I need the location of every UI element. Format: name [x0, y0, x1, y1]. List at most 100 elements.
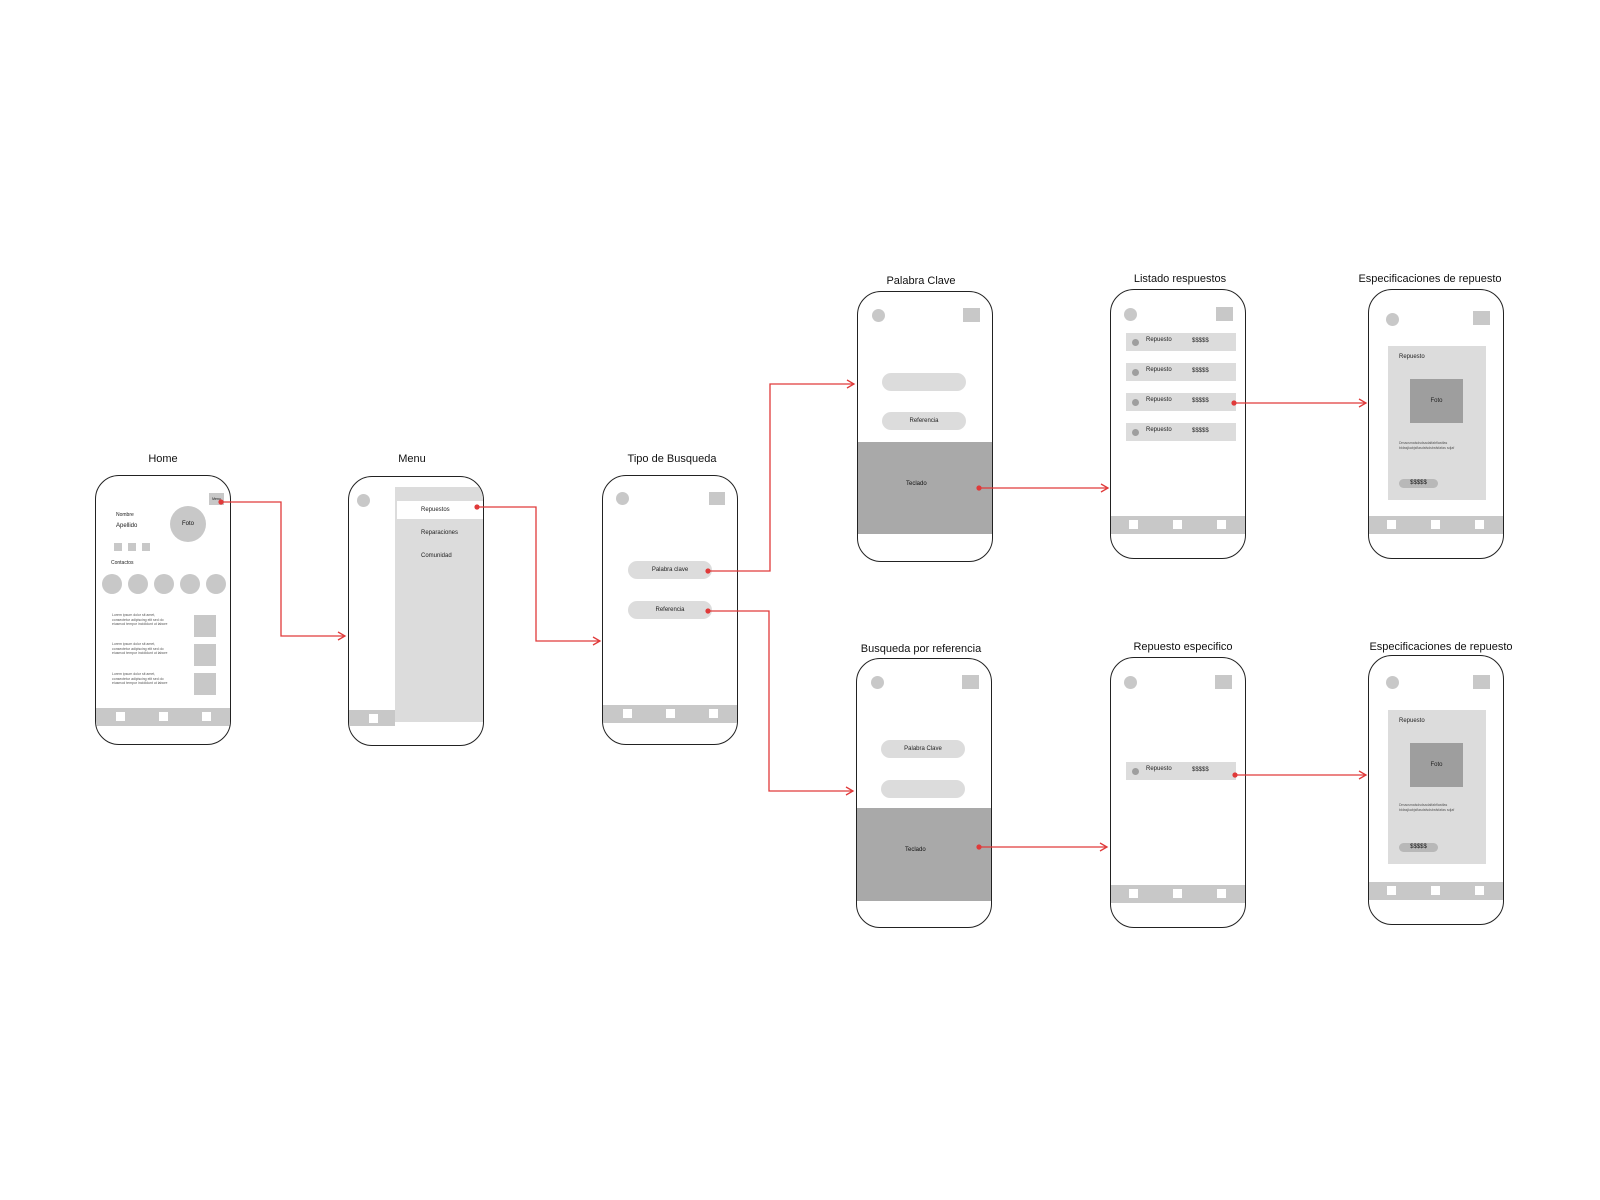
- nav-button[interactable]: [709, 709, 718, 718]
- image-placeholder: [963, 308, 980, 322]
- list-item[interactable]: Repuesto $$$$$: [1126, 762, 1236, 780]
- nav-button[interactable]: [1217, 520, 1226, 529]
- avatar[interactable]: [357, 494, 370, 507]
- connector-dot: [218, 499, 224, 505]
- arrow-menu-to-tipo: [477, 506, 602, 646]
- avatar[interactable]: [1386, 676, 1399, 689]
- image-placeholder: [1215, 675, 1232, 689]
- spec-card: Repuesto Foto Dmacsmalsdsdsadalfabflastf…: [1388, 710, 1486, 864]
- post-image: [194, 644, 216, 666]
- spec-photo: Foto: [1410, 379, 1463, 423]
- spec-repuesto-label: Repuesto: [1399, 718, 1425, 724]
- referencia-button[interactable]: Referencia: [628, 601, 712, 619]
- spec-bottom-screen: Repuesto Foto Dmacsmalsdsdsadalfabflastf…: [1368, 655, 1504, 925]
- item-icon: [1132, 429, 1139, 436]
- keyboard[interactable]: Teclado: [858, 442, 992, 534]
- contact-avatar[interactable]: [206, 574, 226, 594]
- connector-dot: [474, 504, 480, 510]
- nav-button[interactable]: [116, 712, 125, 721]
- contact-avatar[interactable]: [180, 574, 200, 594]
- spec-card: Repuesto Foto Dmacsmalsdsdsadalfabflastf…: [1388, 346, 1486, 500]
- spec-top-screen: Repuesto Foto Dmacsmalsdsdsadalfabflastf…: [1368, 289, 1504, 559]
- list-item[interactable]: Repuesto $$$$$: [1126, 393, 1236, 411]
- nav-button[interactable]: [1173, 520, 1182, 529]
- nav-button[interactable]: [1173, 889, 1182, 898]
- nav-button[interactable]: [1387, 886, 1396, 895]
- spec-repuesto-label: Repuesto: [1399, 354, 1425, 360]
- avatar[interactable]: [871, 676, 884, 689]
- avatar[interactable]: [1386, 313, 1399, 326]
- repuesto-especifico-screen: Repuesto $$$$$: [1110, 657, 1246, 928]
- palabra-clave-screen: Referencia Teclado: [857, 291, 993, 562]
- spec-top-title: Especificaciones de repuesto: [1358, 273, 1502, 285]
- nav-button[interactable]: [1475, 520, 1484, 529]
- nav-button[interactable]: [1217, 889, 1226, 898]
- nav-button[interactable]: [1431, 520, 1440, 529]
- keyboard-label: Teclado: [905, 847, 926, 853]
- avatar[interactable]: [1124, 676, 1137, 689]
- palabra-clave-field[interactable]: Palabra Clave: [881, 740, 965, 758]
- item-name: Repuesto: [1146, 766, 1172, 772]
- palabra-clave-title: Palabra Clave: [886, 275, 956, 287]
- nav-button[interactable]: [1129, 889, 1138, 898]
- bottom-nav: [96, 708, 230, 726]
- connector-dot: [976, 485, 982, 491]
- bottom-nav: [1369, 516, 1503, 534]
- bottom-nav: [603, 705, 737, 723]
- avatar[interactable]: [1124, 308, 1137, 321]
- keyboard[interactable]: Teclado: [857, 808, 991, 901]
- nav-button[interactable]: [1475, 886, 1484, 895]
- profile-photo: Foto: [170, 506, 206, 542]
- busqueda-referencia-screen: Palabra Clave Teclado: [856, 658, 992, 928]
- social-icon[interactable]: [142, 543, 150, 551]
- spec-description: Dmacsmalsdsdsadalfabflastfas bkfasjkabjs…: [1399, 441, 1455, 450]
- bottom-nav: [1111, 885, 1245, 903]
- nav-button[interactable]: [1129, 520, 1138, 529]
- list-item[interactable]: Repuesto $$$$$: [1126, 363, 1236, 381]
- menu-item-repuestos[interactable]: Repuestos: [397, 501, 483, 519]
- nav-button[interactable]: [623, 709, 632, 718]
- menu-item-reparaciones[interactable]: Reparaciones: [421, 530, 459, 536]
- bottom-nav: [1369, 882, 1503, 900]
- arrow-referencia: [708, 610, 855, 796]
- nav-button[interactable]: [159, 712, 168, 721]
- search-input[interactable]: [882, 373, 966, 391]
- bottom-nav: [1111, 516, 1245, 534]
- nav-button[interactable]: [1387, 520, 1396, 529]
- contact-avatar[interactable]: [128, 574, 148, 594]
- social-icon[interactable]: [114, 543, 122, 551]
- nav-button[interactable]: [666, 709, 675, 718]
- avatar[interactable]: [616, 492, 629, 505]
- nav-button[interactable]: [202, 712, 211, 721]
- image-placeholder: [1473, 675, 1490, 689]
- post-image: [194, 615, 216, 637]
- menu-item-comunidad[interactable]: Comunidad: [421, 553, 452, 559]
- item-icon: [1132, 768, 1139, 775]
- connector-dot: [1231, 400, 1237, 406]
- item-icon: [1132, 369, 1139, 376]
- menu-title: Menu: [398, 453, 426, 465]
- list-item[interactable]: Repuesto $$$$$: [1126, 333, 1236, 351]
- keyboard-label: Teclado: [906, 481, 927, 487]
- image-placeholder: [1473, 311, 1490, 325]
- tipo-busqueda-screen: Palabra clave Referencia: [602, 475, 738, 745]
- list-item[interactable]: Repuesto $$$$$: [1126, 423, 1236, 441]
- item-price: $$$$$: [1192, 398, 1209, 404]
- avatar[interactable]: [872, 309, 885, 322]
- menu-drawer: Repuestos Reparaciones Comunidad: [395, 487, 483, 722]
- listado-screen: Repuesto $$$$$ Repuesto $$$$$ Repuesto $…: [1110, 289, 1246, 559]
- image-placeholder: [1216, 307, 1233, 321]
- search-input[interactable]: [881, 780, 965, 798]
- nav-button[interactable]: [369, 714, 378, 723]
- contact-avatar[interactable]: [102, 574, 122, 594]
- item-name: Repuesto: [1146, 337, 1172, 343]
- home-title: Home: [148, 453, 178, 465]
- contact-avatar[interactable]: [154, 574, 174, 594]
- post-image: [194, 673, 216, 695]
- referencia-field[interactable]: Referencia: [882, 412, 966, 430]
- nav-button[interactable]: [1431, 886, 1440, 895]
- social-icon[interactable]: [128, 543, 136, 551]
- palabra-clave-button[interactable]: Palabra clave: [628, 561, 712, 579]
- arrow-palabra-clave: [708, 379, 856, 572]
